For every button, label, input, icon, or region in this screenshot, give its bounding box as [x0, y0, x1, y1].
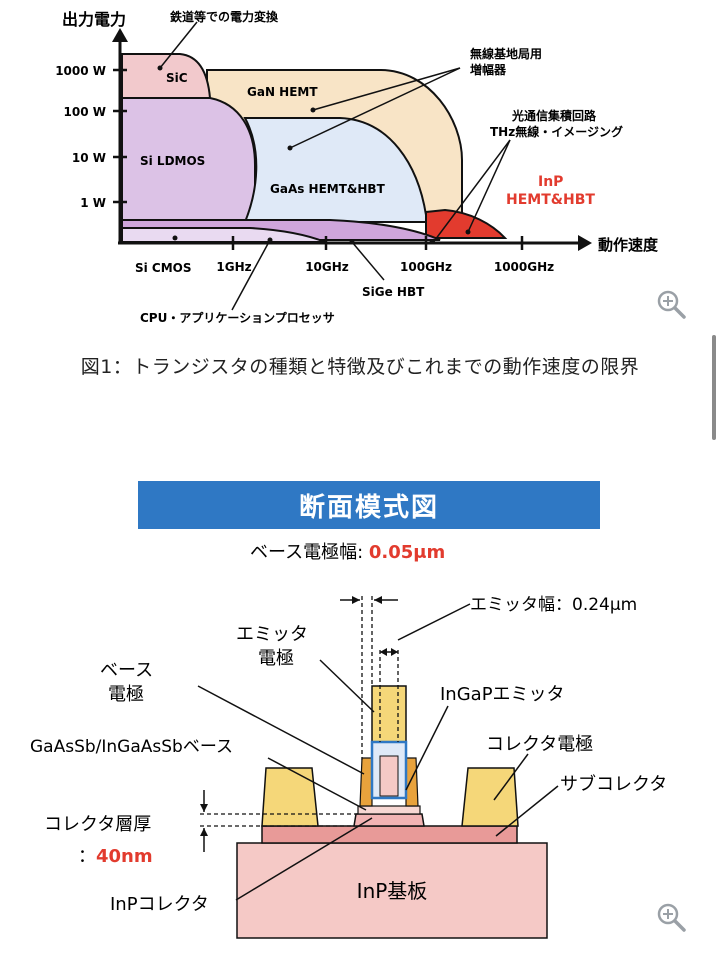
figure1-caption: 図1：トランジスタの種類と特徴及びこれまでの動作速度の限界 — [80, 356, 640, 378]
base-electrode-right — [405, 757, 419, 807]
collector-thickness-value: 40nm — [96, 846, 153, 867]
emitter-core — [379, 755, 399, 797]
figure1-diagram: 出力電力 動作速度 1000 W 100 W 10 W 1 W 1GHz 10G… — [55, 9, 659, 325]
x-tick-label-1000ghz: 1000GHz — [494, 260, 554, 274]
cpu-dot — [267, 237, 273, 243]
inp-leader-2 — [467, 139, 511, 233]
base-layer — [357, 805, 421, 815]
gan-dot — [310, 107, 316, 113]
inp-collector-label: InPコレクタ — [110, 894, 209, 915]
inp-substrate — [236, 842, 548, 939]
optical-annotation-1: 光通信集積回路 — [511, 108, 597, 123]
y-tick-label-1: 1 W — [80, 196, 106, 210]
emitter-width-label: エミッタ幅：0.24μm — [470, 595, 637, 615]
collector-electrode-label: コレクタ電極 — [486, 734, 593, 755]
zoom-icon[interactable] — [654, 287, 688, 321]
base-width-value: 0.05μm — [369, 542, 445, 563]
gan-leader — [312, 67, 461, 111]
sige-dot — [349, 239, 355, 245]
emitter-electrode-label-2: 電極 — [258, 648, 294, 669]
rail-leader — [159, 21, 198, 69]
rail-annotation: 鉄道等での電力変換 — [170, 9, 279, 24]
inp-collector-leader — [235, 817, 373, 901]
gaas-leader — [289, 67, 461, 149]
sige-label: SiGe HBT — [362, 285, 425, 299]
gaassb-base-label: GaAsSb/InGaAsSbベース — [30, 737, 233, 757]
y-axis-arrow — [112, 28, 128, 42]
si-cmos-label: Si CMOS — [135, 261, 192, 275]
inp-leader-1 — [431, 139, 511, 245]
inp-dot-2 — [465, 229, 471, 235]
base-electrode-label-2: 電極 — [108, 684, 144, 705]
cpu-annotation: CPU・アプリケーションプロセッサ — [140, 310, 335, 325]
scrollbar[interactable] — [712, 335, 716, 440]
base-station-annotation-2: 増幅器 — [470, 62, 507, 77]
subcollector-label: サブコレクタ — [560, 773, 667, 795]
sige-leader — [351, 241, 385, 281]
x-tick-label-10ghz: 10GHz — [305, 260, 349, 274]
collector-electrode-leader — [493, 753, 529, 801]
base-electrode-label-1: ベース — [100, 660, 153, 681]
x-tick-label-1ghz: 1GHz — [216, 260, 251, 274]
ingap-emitter-label: InGaPエミッタ — [440, 684, 565, 705]
y-tick-label-1000: 1000 W — [55, 64, 106, 78]
base-layer-leader — [267, 757, 367, 811]
y-axis-title: 出力電力 — [62, 10, 126, 29]
gaas-label: GaAs HEMT&HBT — [270, 182, 386, 196]
collector-thickness-value-line: ：40nm — [78, 846, 153, 867]
inp-collector — [353, 813, 425, 827]
y-tick-label-10: 10 W — [72, 151, 106, 165]
emitter-electrode — [371, 685, 407, 743]
collector-electrode-right — [461, 767, 519, 827]
collector-thickness-label: コレクタ層厚 — [44, 814, 151, 835]
emitter-electrode-label-1: エミッタ — [236, 624, 308, 645]
x-axis-arrow — [578, 235, 592, 251]
si-cmos-dot — [172, 235, 178, 241]
base-electrode-leader — [197, 685, 365, 775]
x-tick-label-100ghz: 100GHz — [400, 260, 452, 274]
si-ldmos-label: Si LDMOS — [140, 154, 205, 168]
collector-electrode-left — [261, 767, 319, 827]
inp-label-1: InP — [538, 174, 563, 190]
base-width-label: ベース電極幅: 0.05μm — [250, 542, 445, 563]
ingap-leader — [405, 705, 449, 791]
gan-label: GaN HEMT — [247, 85, 318, 99]
base-electrode-left — [359, 757, 373, 807]
emitter-electrode-leader — [319, 659, 375, 713]
sic-label: SiC — [166, 71, 188, 85]
subcollector-layer — [261, 825, 518, 844]
y-tick-label-100: 100 W — [64, 105, 106, 119]
subcollector-leader — [495, 785, 559, 837]
inp-label-2: HEMT&HBT — [506, 192, 595, 208]
sic-dot — [157, 65, 163, 71]
inp-region — [425, 208, 508, 239]
inp-dot-1 — [429, 239, 435, 245]
optical-annotation-2: THz無線・イメージング — [490, 124, 623, 139]
emitter-width-leader — [397, 603, 471, 641]
gaas-dot — [287, 145, 293, 151]
x-axis-title: 動作速度 — [598, 236, 659, 254]
inp-substrate-label: InP基板 — [357, 879, 428, 903]
zoom-icon-2[interactable] — [654, 900, 688, 934]
cpu-leader — [231, 239, 271, 311]
cross-section-banner: 断面模式図 — [138, 481, 600, 529]
base-station-annotation-1: 無線基地局用 — [470, 46, 542, 61]
